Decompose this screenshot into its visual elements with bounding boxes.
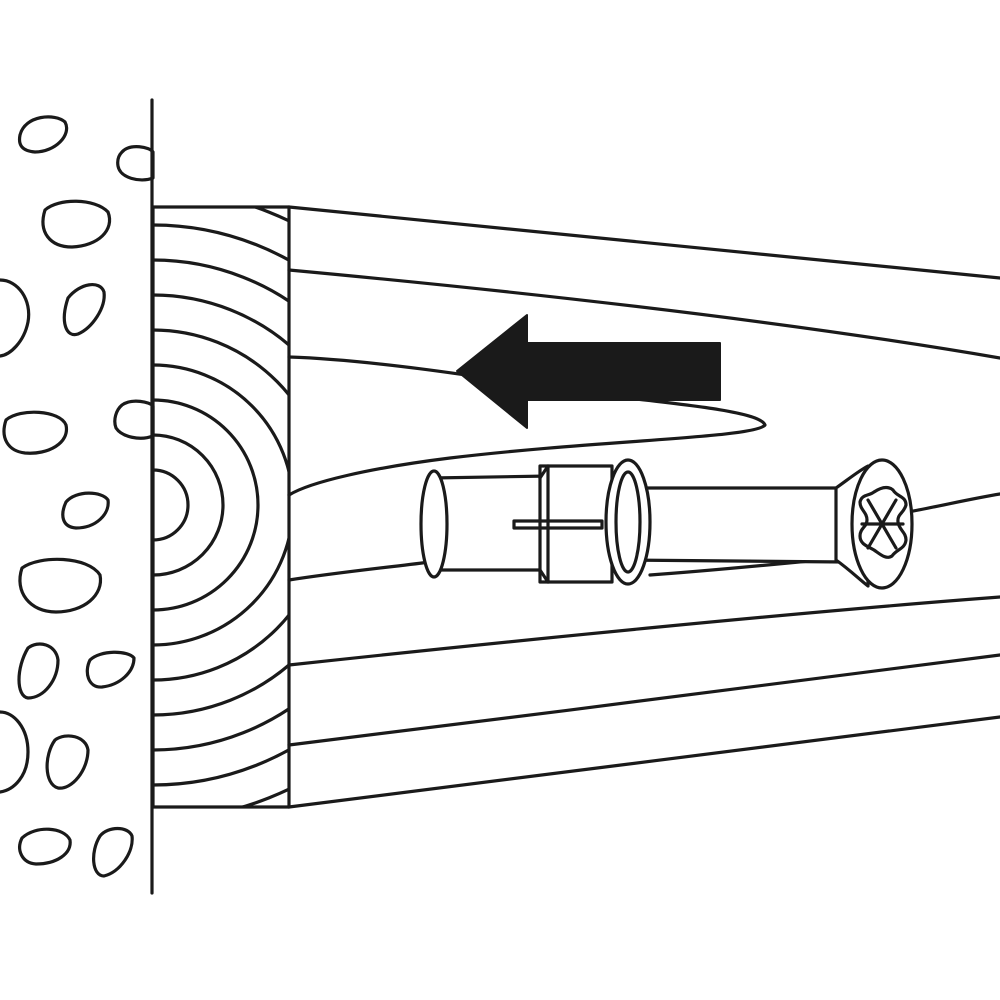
anchor-sleeve bbox=[430, 474, 552, 572]
end-grain-outline bbox=[151, 205, 291, 809]
frame-fixing-anchor-icon bbox=[419, 458, 914, 590]
end-grain-rings bbox=[153, 207, 289, 807]
insert-direction-arrow-icon bbox=[456, 314, 721, 429]
anchor-expansion-zone bbox=[538, 464, 614, 584]
masonry-wall-icon bbox=[0, 115, 155, 878]
torx-drive-icon bbox=[858, 485, 908, 559]
anchor-sleeve-tip bbox=[419, 469, 449, 579]
screw-shaft bbox=[618, 486, 847, 564]
anchor-slot bbox=[512, 519, 604, 530]
anchor-collar bbox=[604, 458, 652, 586]
